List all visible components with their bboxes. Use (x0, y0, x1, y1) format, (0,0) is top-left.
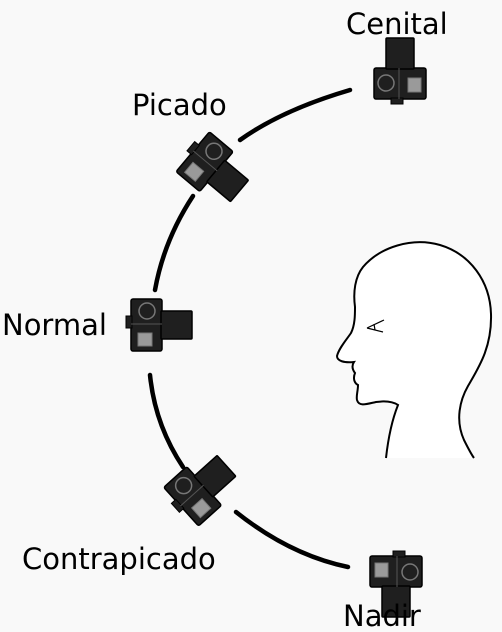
label-cenital: Cenital (346, 7, 448, 41)
arc-segment-picado-normal (152, 193, 196, 293)
label-nadir: Nadir (343, 599, 421, 632)
eye-icon (366, 319, 385, 333)
camera-icon-normal (125, 298, 193, 352)
camera-icon-cenital (373, 37, 427, 105)
head-outline (335, 241, 493, 459)
camera-path-arc (147, 87, 353, 570)
camera-icon-picado (171, 127, 257, 212)
arc-segment-cenital-picado (237, 87, 353, 143)
label-normal: Normal (2, 308, 107, 342)
label-picado: Picado (132, 88, 227, 122)
arc-segment-normal-contrapicado (147, 372, 186, 470)
label-contrapicado: Contrapicado (22, 542, 216, 576)
arc-segment-contrapicado-nadir (233, 509, 351, 570)
head-profile-icon (335, 241, 493, 459)
camera-icon-contrapicado (159, 445, 245, 531)
